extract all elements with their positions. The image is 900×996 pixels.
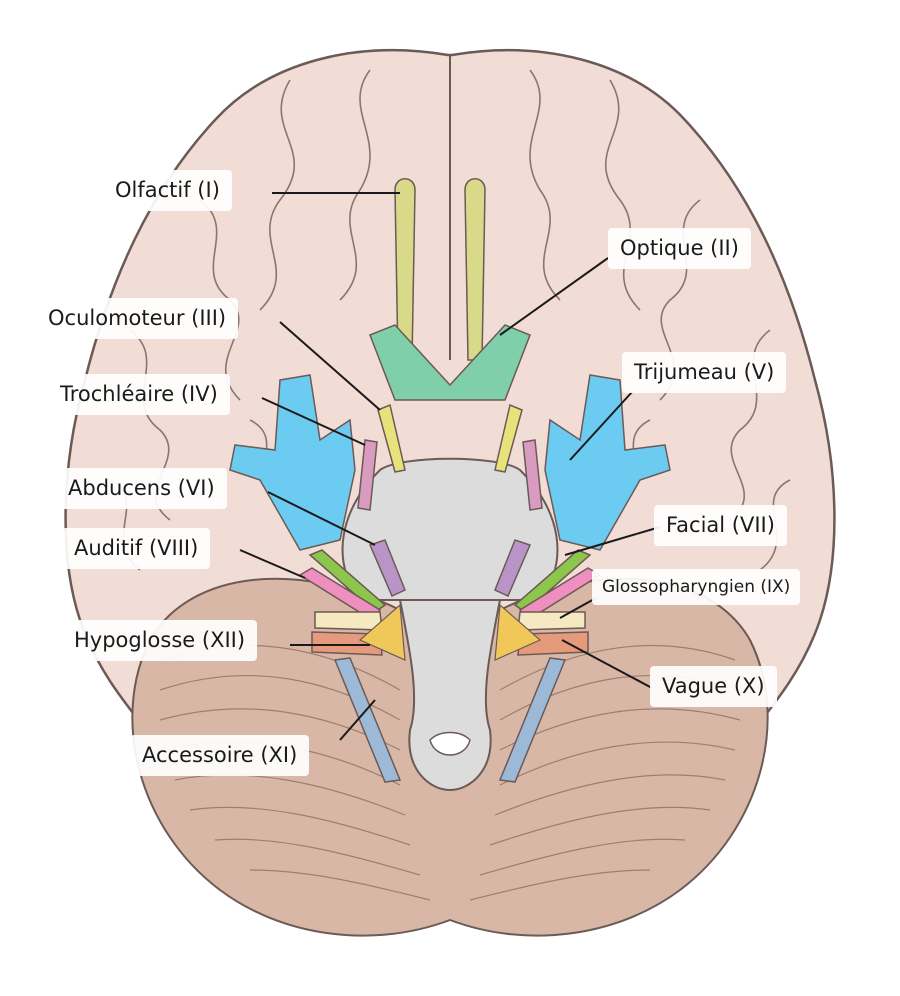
label-auditif: Auditif (VIII) bbox=[62, 528, 211, 570]
label-trochleaire: Trochléaire (IV) bbox=[48, 374, 230, 416]
label-facial: Facial (VII) bbox=[654, 505, 787, 547]
label-oculomoteur: Oculomoteur (III) bbox=[36, 298, 239, 340]
pons bbox=[341, 457, 559, 601]
label-glossopharyngien: Glossopharyngien (IX) bbox=[592, 569, 801, 606]
label-hypoglosse: Hypoglosse (XII) bbox=[62, 620, 258, 662]
medulla bbox=[398, 599, 502, 792]
label-abducens: Abducens (VI) bbox=[56, 468, 227, 510]
label-optique: Optique (II) bbox=[608, 228, 751, 270]
label-trijumeau: Trijumeau (V) bbox=[622, 352, 787, 394]
label-olfactif: Olfactif (I) bbox=[103, 170, 232, 212]
label-accessoire: Accessoire (XI) bbox=[130, 735, 310, 777]
label-vague: Vague (X) bbox=[650, 666, 777, 708]
